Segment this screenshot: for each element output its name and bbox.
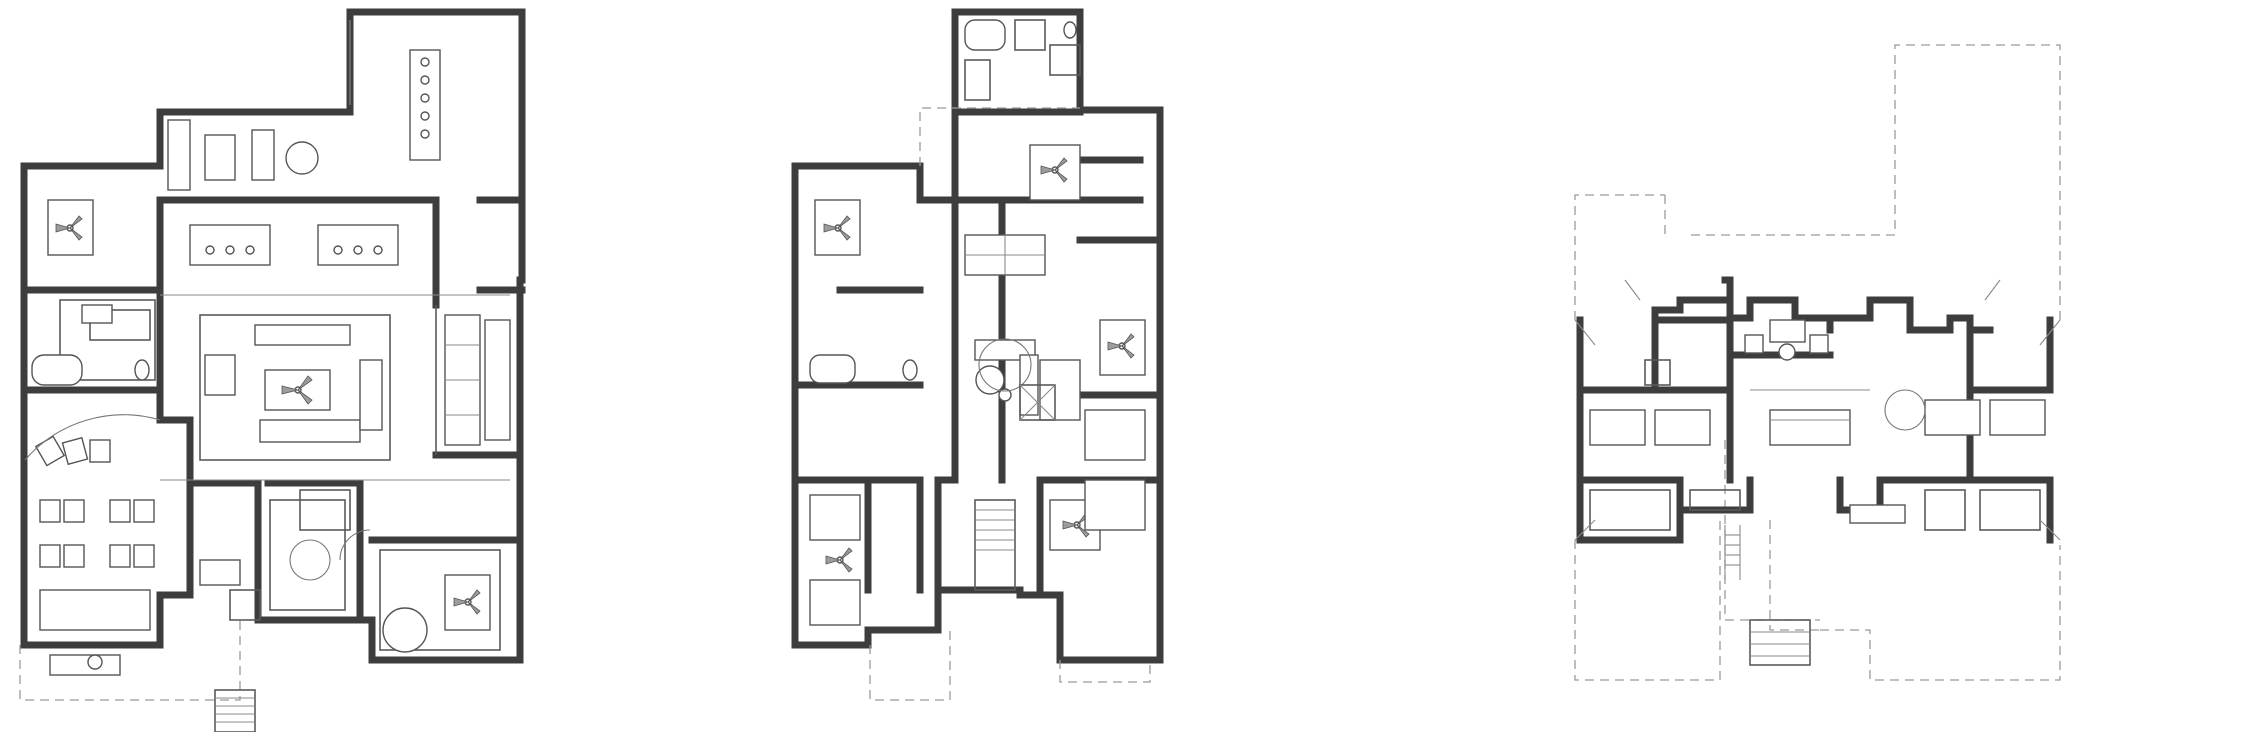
ceiling-fan-icon	[1107, 333, 1135, 359]
top-level-svg	[1574, 44, 2061, 681]
top-level-walls	[1576, 276, 2054, 544]
main-level-theater	[24, 414, 161, 676]
main-level-dining	[189, 224, 399, 266]
ceiling-fan-icon	[281, 375, 313, 405]
main-level-partitions	[59, 294, 510, 651]
ceiling-fan-icon	[453, 589, 481, 615]
main-level-entry	[199, 489, 371, 621]
plan-upper-level	[780, 0, 1320, 732]
ceiling-fan-icon	[823, 215, 851, 241]
main-level-kitchen	[444, 314, 511, 446]
upper-level-bedroom-7	[1029, 144, 1081, 201]
main-level-porch	[19, 620, 256, 732]
main-level-bedroom-1	[47, 199, 94, 256]
main-level-svg	[19, 8, 526, 732]
upper-level-bedroom-4	[809, 494, 861, 626]
ceiling-fan-icon	[1040, 157, 1068, 183]
upper-level-roof-outline	[869, 107, 1151, 701]
ceiling-fan-icon	[825, 547, 853, 573]
upper-level-svg	[791, 8, 1164, 701]
plan-main-level	[0, 0, 540, 732]
ceiling-fan-icon	[1062, 512, 1090, 538]
top-level-bunk-room-east	[1849, 389, 2046, 524]
main-level-living	[204, 324, 383, 443]
upper-level-stair	[974, 499, 1016, 591]
upper-level-bedroom-6	[1084, 319, 1146, 531]
top-level-baths	[1589, 489, 2041, 531]
top-level-loft-lounge	[1744, 319, 1870, 446]
upper-level-bath-suite	[964, 19, 1081, 421]
top-level-outline	[1574, 44, 2061, 681]
top-level-stair	[1724, 525, 1811, 666]
ceiling-fan-icon	[55, 215, 83, 241]
main-level-bedroom-2	[382, 574, 491, 653]
plan-top-level	[1550, 0, 2090, 732]
upper-level-bedroom-3	[809, 199, 918, 384]
main-level-bath-1	[31, 304, 150, 386]
main-level-patio	[167, 20, 441, 191]
upper-level-loft	[964, 234, 1081, 421]
top-level-roof-ridges	[1574, 279, 2061, 541]
top-level-bunk-room-west	[1589, 359, 1711, 446]
